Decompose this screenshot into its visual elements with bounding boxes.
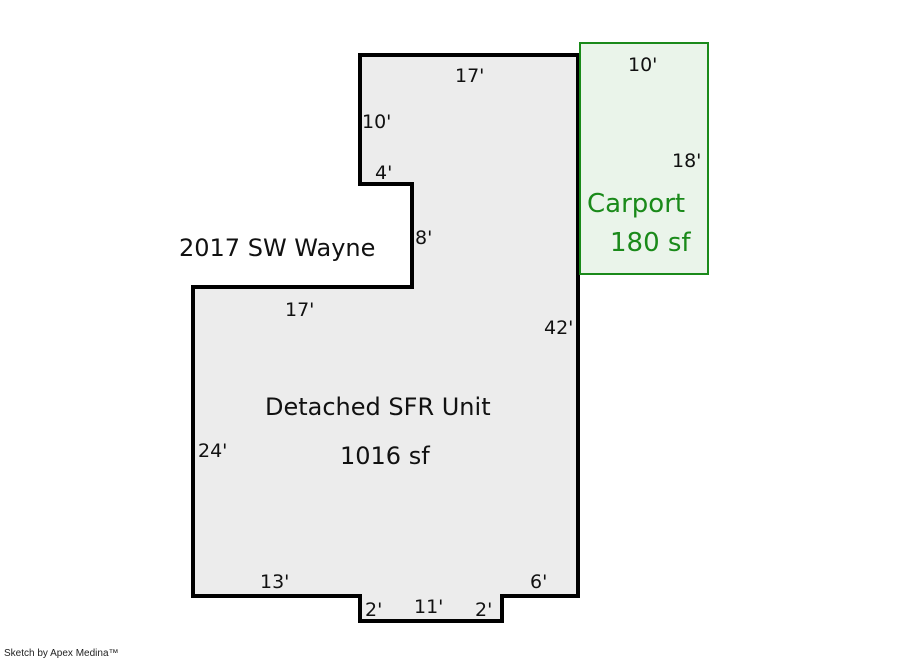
dim-bottom-left: 13' <box>260 571 289 593</box>
dim-bottom-right: 6' <box>530 571 547 593</box>
dim-bump-right: 2' <box>475 599 492 621</box>
address-label: 2017 SW Wayne <box>179 234 375 262</box>
dim-left: 24' <box>198 440 227 462</box>
dim-bump-left: 2' <box>365 599 382 621</box>
carport-dim-top: 10' <box>628 54 657 76</box>
dim-bump-bottom: 11' <box>414 596 443 618</box>
dim-notch-v: 8' <box>415 227 432 249</box>
main-unit-name: Detached SFR Unit <box>265 393 491 421</box>
dim-upper-left: 10' <box>362 111 391 133</box>
main-unit-area: 1016 sf <box>340 442 430 470</box>
carport-dim-right: 18' <box>672 150 701 172</box>
carport-area: 180 sf <box>610 228 691 258</box>
dim-top: 17' <box>455 65 484 87</box>
main-unit-outline <box>191 53 580 623</box>
credit-text: Sketch by Apex Medina™ <box>4 648 119 659</box>
carport-name: Carport <box>587 189 685 219</box>
dim-right: 42' <box>544 317 573 339</box>
carport-outline <box>579 42 709 275</box>
dim-notch-h: 4' <box>375 162 392 184</box>
dim-mid: 17' <box>285 299 314 321</box>
